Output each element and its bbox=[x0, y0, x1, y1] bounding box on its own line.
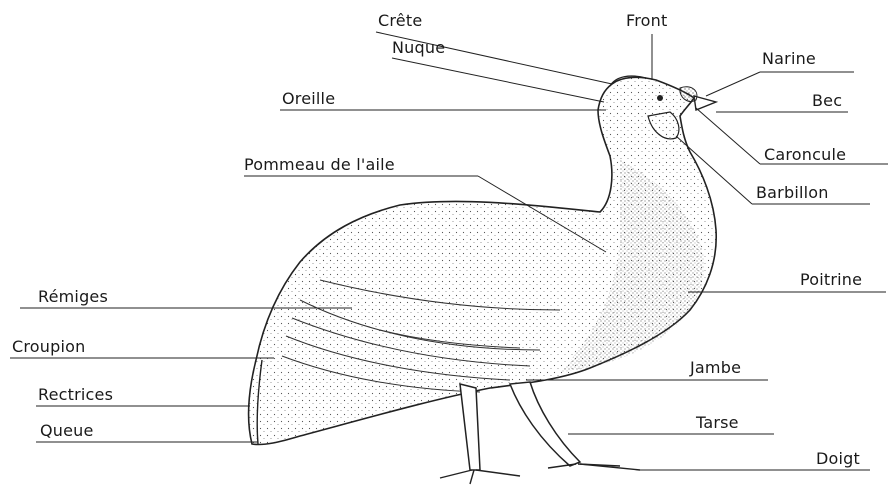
label-poitrine: Poitrine bbox=[800, 271, 862, 289]
beak bbox=[694, 96, 716, 110]
label-nuque: Nuque bbox=[392, 39, 445, 57]
label-remiges: Rémiges bbox=[38, 288, 108, 306]
label-bec: Bec bbox=[812, 92, 842, 110]
legs bbox=[460, 382, 580, 470]
label-croupion: Croupion bbox=[12, 338, 85, 356]
label-crete: Crête bbox=[378, 12, 422, 30]
label-caroncule: Caroncule bbox=[764, 146, 846, 164]
label-front: Front bbox=[626, 12, 667, 30]
eye bbox=[657, 95, 663, 101]
label-queue: Queue bbox=[40, 422, 94, 440]
label-jambe: Jambe bbox=[690, 359, 741, 377]
label-rectrices: Rectrices bbox=[38, 386, 113, 404]
label-oreille: Oreille bbox=[282, 90, 335, 108]
label-barbillon: Barbillon bbox=[756, 184, 829, 202]
label-doigt: Doigt bbox=[816, 450, 860, 468]
label-tarse: Tarse bbox=[696, 414, 739, 432]
label-narine: Narine bbox=[762, 50, 816, 68]
label-pommeau-de-l-aile: Pommeau de l'aile bbox=[244, 156, 395, 174]
